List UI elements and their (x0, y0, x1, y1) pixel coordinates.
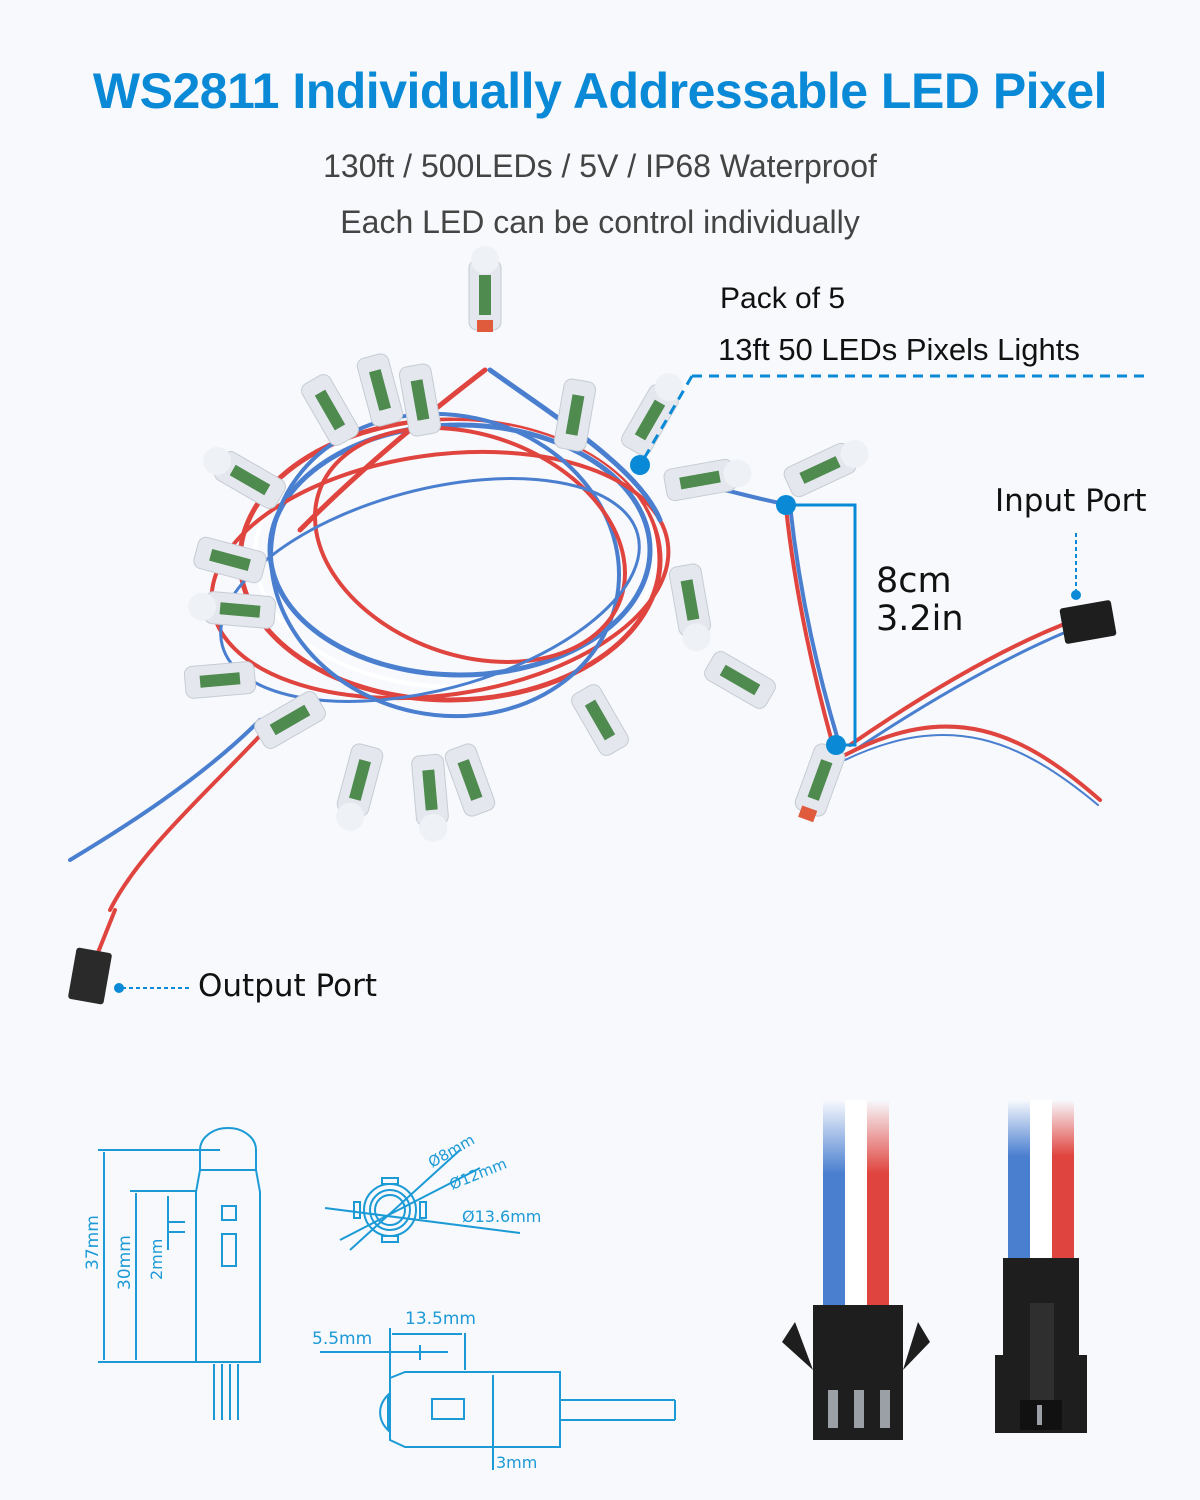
input-port-connector (1059, 600, 1117, 644)
output-port-connector (68, 947, 112, 1005)
dim-dia-13-6mm: Ø13.6mm (462, 1207, 541, 1226)
tagline-text: Each LED can be control individually (340, 204, 860, 240)
male-connector-closeup (995, 1100, 1087, 1433)
dim-37mm: 37mm (83, 1215, 103, 1270)
dim-2mm: 2mm (147, 1239, 166, 1280)
page-title: WS2811 Individually Addressable LED Pixe… (92, 63, 1108, 119)
output-port-label: Output Port (198, 968, 377, 1004)
dim-5-5mm: 5.5mm (312, 1329, 372, 1349)
dim-dia-12mm: Ø12mm (447, 1154, 509, 1193)
dimension-drawing-top (324, 1149, 521, 1251)
led-pixels (183, 246, 869, 842)
dim-30mm: 30mm (115, 1235, 135, 1290)
dim-3mm: 3mm (496, 1453, 537, 1472)
dim-13-5mm: 13.5mm (405, 1309, 476, 1329)
spacing-in: 3.2in (876, 599, 964, 639)
female-connector-closeup (782, 1100, 930, 1440)
dimension-drawing-horizontal (320, 1328, 676, 1470)
input-port-label: Input Port (995, 483, 1147, 519)
dimension-drawing-side (98, 1127, 261, 1420)
spacing-cm: 8cm (876, 561, 952, 601)
spacing-label: 8cm 3.2in (876, 562, 964, 638)
pack-length-label: 13ft 50 LEDs Pixels Lights (718, 332, 1080, 367)
dim-dia-8mm: Ø8mm (425, 1131, 478, 1172)
specs-text: 130ft / 500LEDs / 5V / IP68 Waterproof (323, 148, 877, 184)
pack-count-label: Pack of 5 (720, 282, 846, 315)
